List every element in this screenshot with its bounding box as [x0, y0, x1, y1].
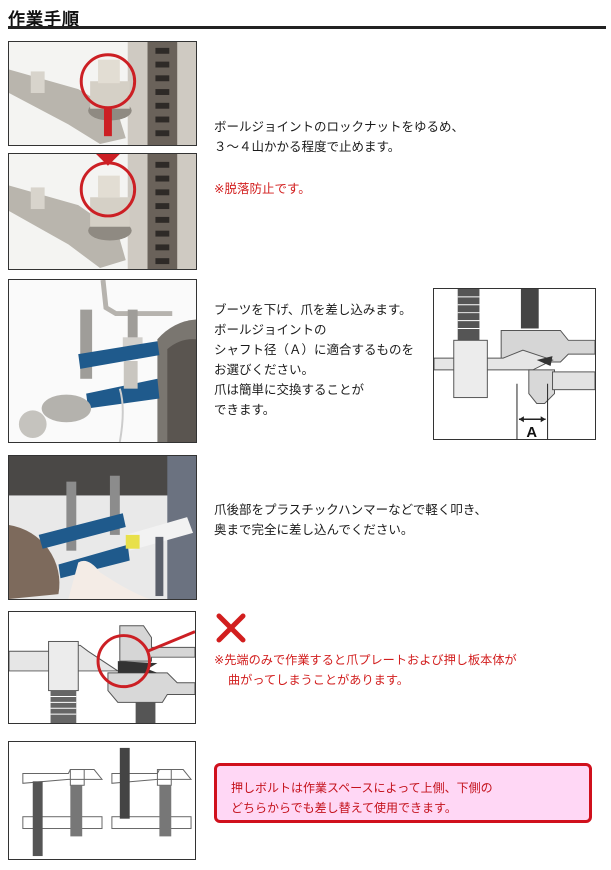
note-line-1: 押しボルトは作業スペースによって上側、下側の: [231, 781, 493, 795]
bolt-swap-note: 押しボルトは作業スペースによって上側、下側の どちらからでも差し替えて使用できま…: [214, 763, 592, 823]
puller-insert-photo: [8, 279, 197, 443]
step4-line-1: ※先端のみで作業すると爪プレートおよび押し板本体が: [214, 653, 517, 667]
x-mark-icon: [216, 613, 246, 643]
note-line-2: どちらからでも差し替えて使用できます。: [231, 801, 457, 815]
claw-shaft-diameter-diagram: A: [433, 288, 596, 440]
step2-line-3: シャフト径（Ａ）に適合するものを: [214, 342, 415, 357]
step3-line-2: 奥まで完全に差し込んでください。: [214, 522, 414, 537]
step2-line-6: できます。: [214, 402, 276, 417]
step1-line-2: ３～４山かかる程度で止めます。: [214, 139, 401, 154]
step1-instruction: ボールジョイントのロックナットをゆるめ、 ３～４山かかる程度で止めます。: [214, 117, 464, 157]
step4-warning: ※先端のみで作業すると爪プレートおよび押し板本体が 曲がってしまうことがあります…: [214, 650, 517, 690]
shaft-diameter-label: A: [526, 425, 537, 439]
step2-line-4: お選びください。: [214, 362, 315, 377]
hammer-tap-photo: [8, 455, 197, 600]
step3-instruction: 爪後部をプラスチックハンマーなどで軽く叩き、 奥まで完全に差し込んでください。: [214, 500, 487, 540]
ball-joint-locknut-before-photo: [8, 41, 197, 146]
step4-line-2: 曲がってしまうことがあります。: [228, 673, 409, 687]
step2-instruction: ブーツを下げ、爪を差し込みます。 ボールジョイントの シャフト径（Ａ）に適合する…: [214, 300, 414, 420]
step1-note: ※脱落防止です。: [214, 181, 311, 196]
step2-line-2: ボールジョイントの: [214, 322, 327, 337]
step1-line-1: ボールジョイントのロックナットをゆるめ、: [214, 119, 465, 134]
tip-only-warning-diagram: [8, 611, 196, 724]
title-divider: [8, 26, 606, 29]
step2-line-5: 爪は簡単に交換することが: [214, 382, 365, 397]
step2-line-1: ブーツを下げ、爪を差し込みます。: [214, 302, 412, 317]
bolt-position-diagram: [8, 741, 196, 860]
page-title: 作業手順: [8, 10, 80, 30]
ball-joint-locknut-after-photo: [8, 153, 197, 270]
step3-line-1: 爪後部をプラスチックハンマーなどで軽く叩き、: [214, 502, 488, 517]
